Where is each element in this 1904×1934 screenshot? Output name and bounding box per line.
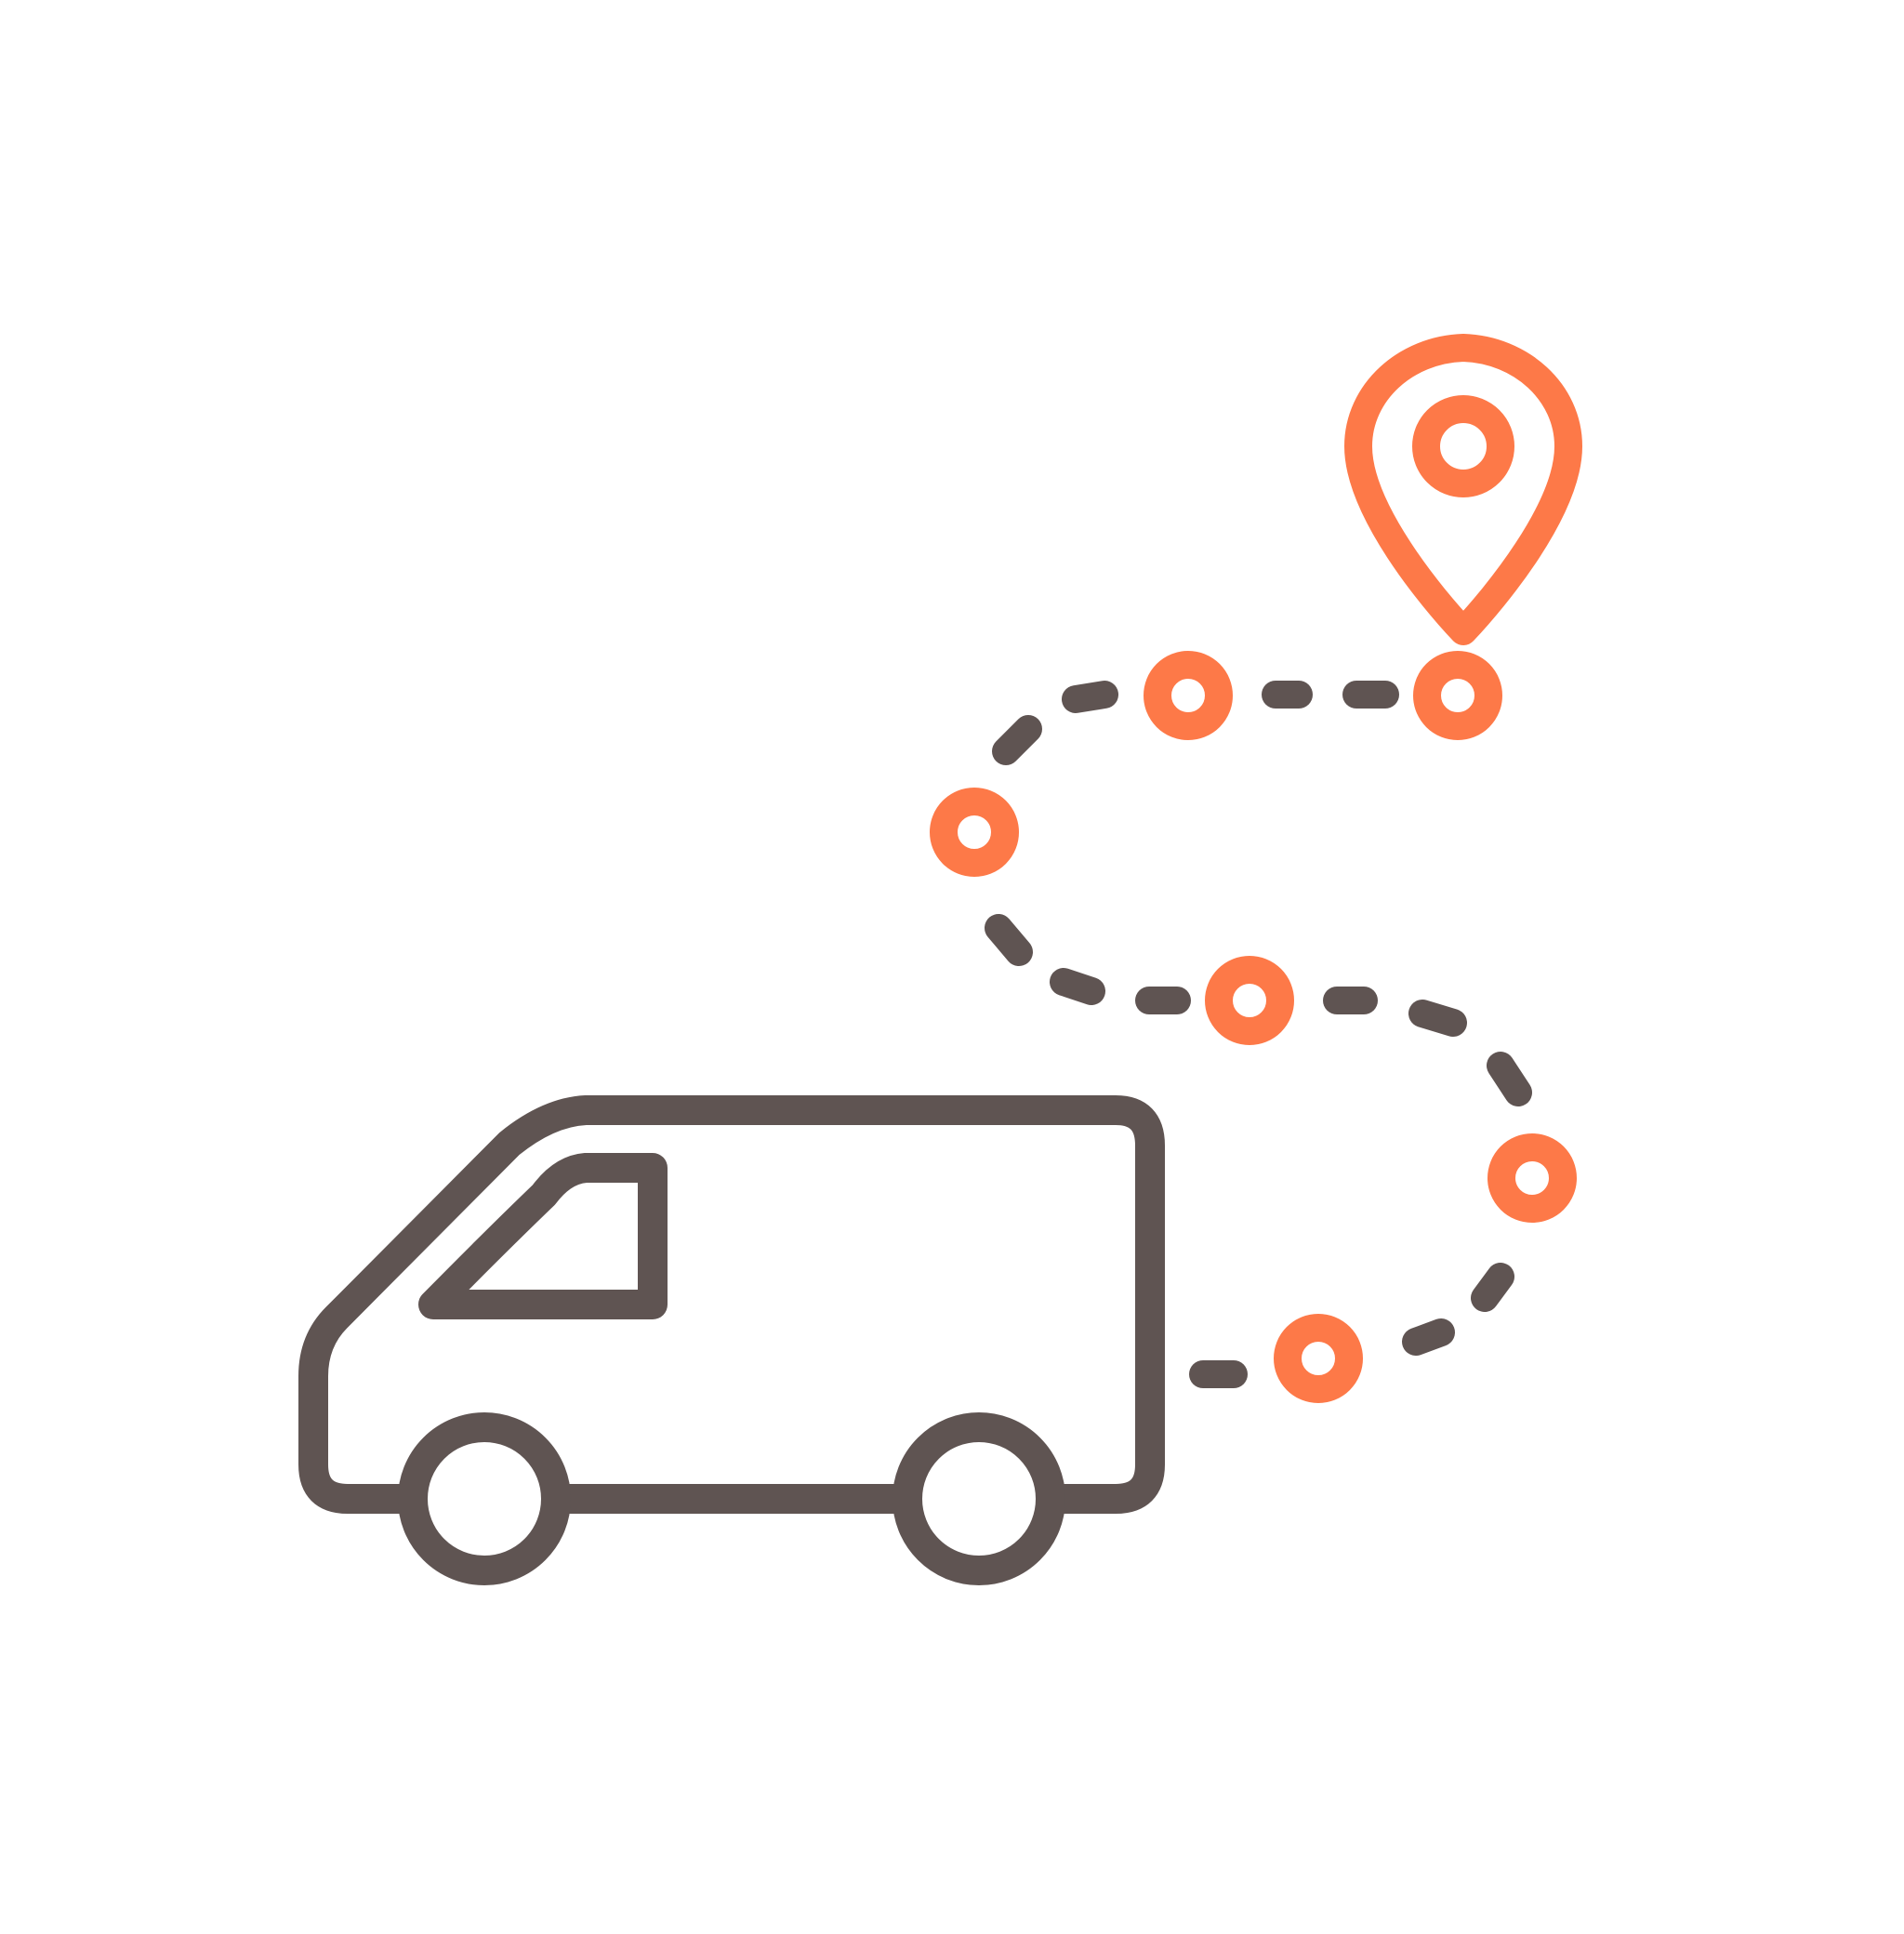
delivery-van-icon xyxy=(298,1095,1165,1585)
van-window xyxy=(418,1153,668,1319)
front-wheel xyxy=(892,1412,1065,1585)
route-dash xyxy=(1402,1318,1455,1356)
route-dashes xyxy=(985,681,1532,1388)
van-body xyxy=(298,1095,1165,1514)
route-waypoint xyxy=(1205,956,1294,1045)
route-waypoint xyxy=(1144,651,1233,740)
route-dash xyxy=(985,914,1033,966)
route-waypoint xyxy=(1413,651,1502,740)
route-dash xyxy=(1471,1263,1514,1312)
pin-outline xyxy=(1344,334,1582,645)
route-dash xyxy=(1487,1052,1532,1106)
route-dash xyxy=(1408,1000,1467,1037)
route-dash xyxy=(1050,968,1105,1005)
route-waypoint xyxy=(1488,1133,1577,1223)
route-waypoints xyxy=(930,651,1577,1403)
pin-center-ring xyxy=(1412,395,1514,497)
route-dash xyxy=(1062,681,1118,713)
route-waypoint xyxy=(1274,1314,1363,1403)
route-dash xyxy=(992,715,1042,765)
rear-wheel xyxy=(398,1412,571,1585)
location-pin-icon xyxy=(1344,334,1582,645)
route-waypoint xyxy=(930,788,1019,877)
